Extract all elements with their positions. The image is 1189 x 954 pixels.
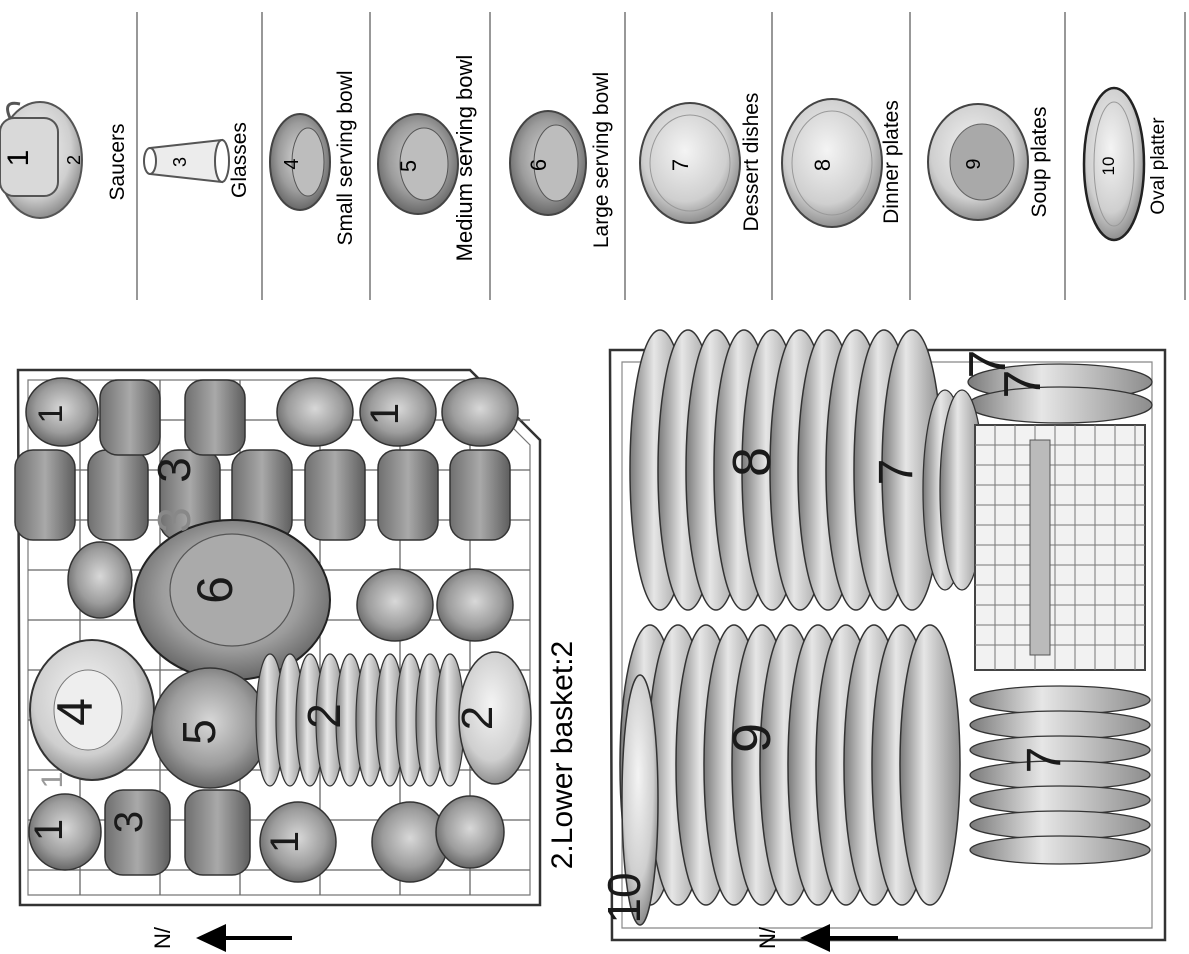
upper-number: 3: [107, 811, 151, 833]
legend-dividers: [136, 12, 1186, 300]
upper-number: 2: [453, 706, 502, 730]
upper-number: 6: [187, 576, 243, 604]
lower-dessert-plates-top: [922, 363, 1153, 591]
upper-number: 1: [36, 772, 69, 789]
upper-direction-arrow: N/: [150, 924, 292, 952]
lower-number: 9: [722, 723, 782, 753]
upper-number: 5: [173, 719, 225, 745]
upper-direction-label: N/: [150, 926, 175, 949]
lower-number: 7: [994, 370, 1052, 399]
soup-plate-icon: 9: [927, 103, 1029, 221]
svg-text:9: 9: [963, 158, 985, 169]
lower-direction-arrow: N/: [755, 924, 898, 952]
legend-label-large-serving-bowl: Large serving bowl: [590, 72, 613, 248]
upper-number: 1: [363, 403, 407, 425]
lower-dessert-plates: [969, 685, 1151, 865]
lower-direction-label: N/: [755, 926, 780, 949]
lower-basket-title: 2.Lower basket:2: [546, 641, 579, 869]
svg-text:2: 2: [64, 155, 84, 165]
legend-label-oval-platter: Oval platter: [1148, 117, 1169, 215]
large-bowl-icon: 6: [509, 110, 587, 216]
upper-number: 1: [32, 405, 70, 424]
legend-label-saucers: Saucers: [106, 123, 129, 200]
lower-number: 8: [722, 447, 782, 477]
lower-dinner-plates: [629, 329, 943, 611]
lower-number: 7: [959, 350, 1017, 379]
upper-number: 3: [148, 457, 200, 483]
upper-cups: [25, 377, 519, 883]
svg-text:6: 6: [526, 159, 551, 171]
svg-text:4: 4: [281, 158, 303, 169]
dessert-dish-icon: 7: [639, 102, 741, 224]
upper-number: 1: [27, 819, 71, 841]
upper-number: 1: [263, 831, 307, 853]
legend-label-dinner-plates: Dinner plates: [880, 100, 903, 224]
medium-bowl-icon: 5: [377, 113, 459, 215]
upper-number: 3: [148, 507, 200, 533]
upper-saucers: [255, 653, 465, 787]
legend-label-small-serving-bowl: Small serving bowl: [334, 70, 357, 245]
svg-text:10: 10: [1099, 157, 1118, 176]
legend-label-glasses: Glasses: [228, 122, 251, 198]
svg-text:1: 1: [2, 150, 35, 167]
lower-number: 10: [598, 872, 650, 923]
oval-platter-icon: 10: [1082, 86, 1146, 242]
lower-number: 7: [870, 459, 923, 486]
legend-label-dessert-dishes: Dessert dishes: [740, 93, 763, 232]
svg-text:8: 8: [810, 159, 835, 171]
dinner-plate-icon: 8: [781, 98, 883, 228]
cutlery-basket: [974, 424, 1146, 671]
upper-basket: 1 3 3 6 1 1 4 5 2 2 1 3 1 N/: [14, 368, 542, 952]
legend-label-medium-serving-bowl: Medium serving bowl: [452, 55, 477, 262]
lower-number: 7: [1018, 747, 1071, 774]
upper-number: 4: [47, 698, 103, 726]
upper-glasses: [14, 379, 511, 876]
glass-icon: 3: [143, 138, 230, 184]
upper-number: 2: [298, 703, 350, 729]
svg-text:5: 5: [396, 160, 421, 172]
legend: 1 2 Saucers 3 Glasses 4 Small serving bo…: [0, 12, 1186, 300]
svg-text:3: 3: [170, 157, 190, 167]
legend-label-soup-plates: Soup plates: [1028, 107, 1051, 218]
lower-oval-platter: [621, 674, 659, 926]
svg-text:7: 7: [668, 159, 693, 171]
small-bowl-icon: 4: [269, 113, 331, 211]
lower-basket: 2.Lower basket:2: [546, 329, 1167, 952]
lower-soup-plates: [619, 624, 961, 906]
cup-icon: 1 2: [0, 101, 84, 219]
